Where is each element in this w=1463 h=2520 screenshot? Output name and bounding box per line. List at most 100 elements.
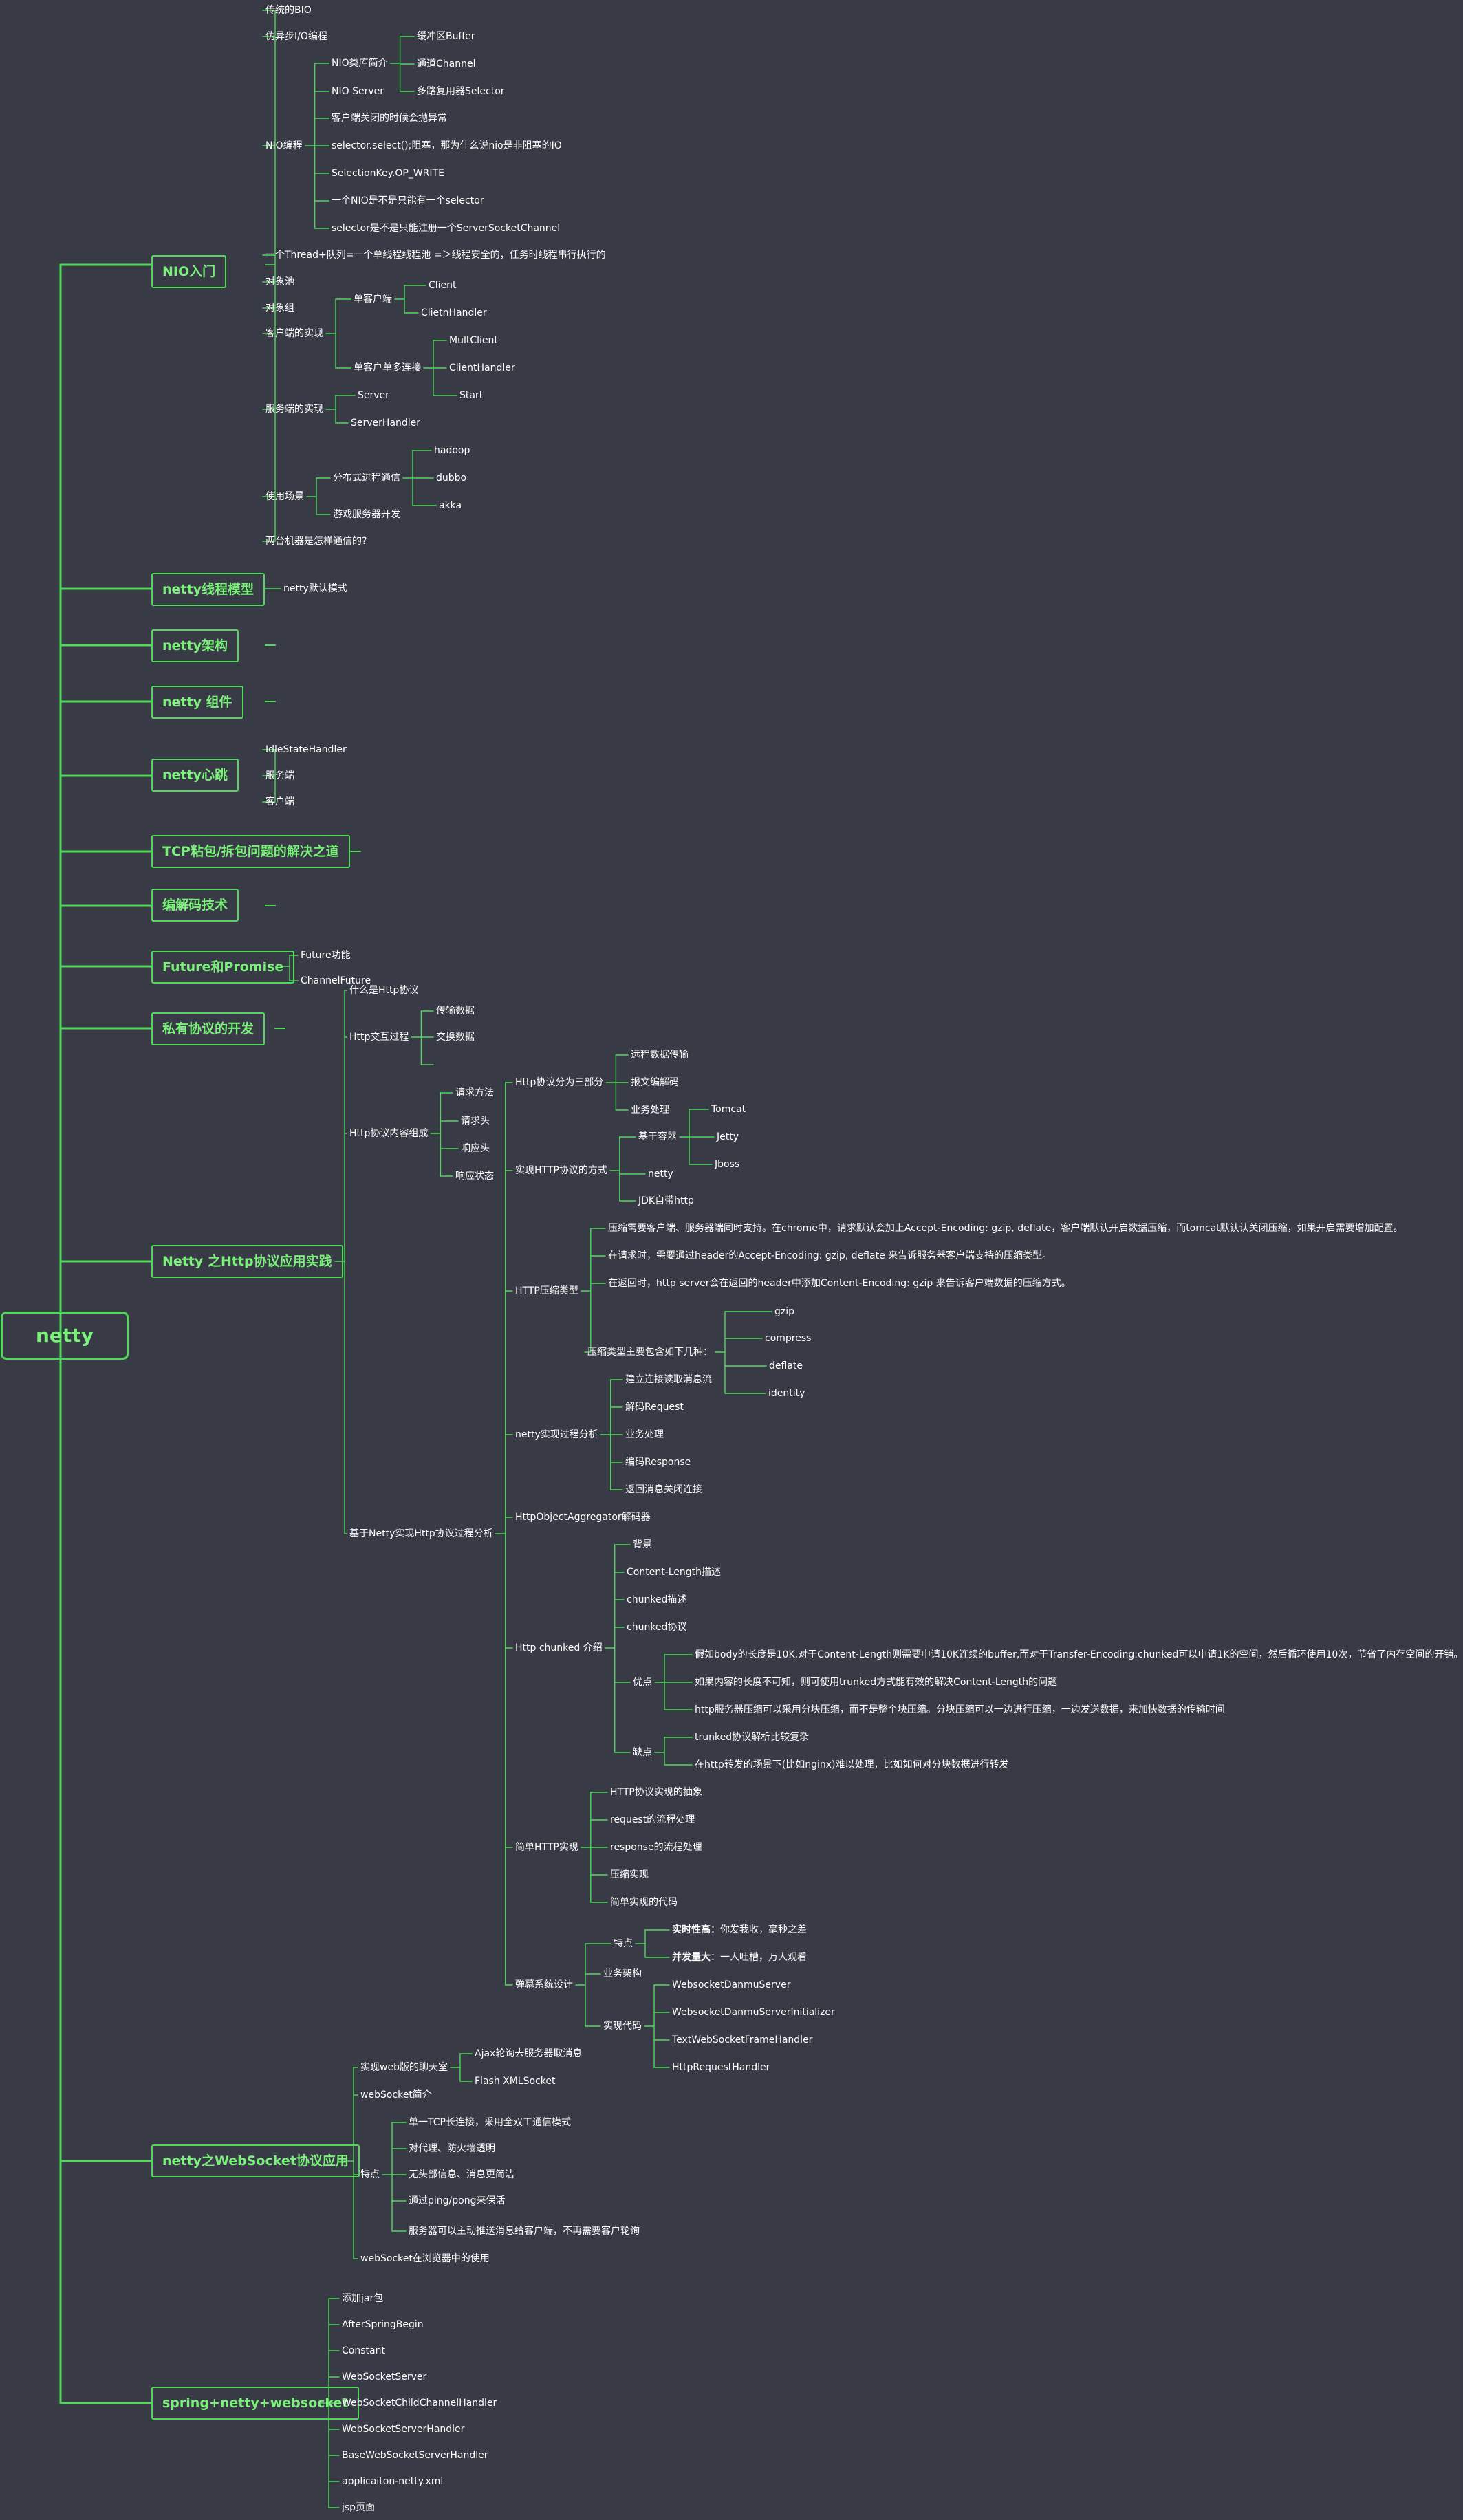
topic-node-9-3-5-2[interactable]: chunked描述 <box>627 1594 687 1605</box>
topic-node-0-6-0-0[interactable]: Client <box>429 280 457 291</box>
topic-node-11-1[interactable]: AfterSpringBegin <box>342 2319 424 2330</box>
topic-node-4-2[interactable]: 客户端 <box>265 796 294 807</box>
topic-node-0-4[interactable]: 对象池 <box>265 276 294 287</box>
topic-node-0-2-0-2[interactable]: 多路复用器Selector <box>417 86 505 97</box>
topic-node-0-6-1-2[interactable]: Start <box>459 390 484 401</box>
topic-node-9-3-5-4-0[interactable]: 假如body的长度是10K,对于Content-Length则需要申请10K连续… <box>695 1649 1463 1660</box>
topic-node-9-2-0[interactable]: 请求方法 <box>455 1087 494 1098</box>
topic-node-9-3-2[interactable]: HTTP压缩类型 <box>515 1285 578 1296</box>
topic-node-0-8-0-1[interactable]: dubbo <box>436 472 467 484</box>
topic-node-11-3[interactable]: WebSocketServer <box>342 2371 427 2382</box>
topic-node-0-9[interactable]: 两台机器是怎样通信的? <box>265 536 367 547</box>
topic-node-10-2-2[interactable]: 无头部信息、消息更简洁 <box>409 2169 514 2180</box>
topic-node-0-2-3[interactable]: selector.select();阻塞，那为什么说nio是非阻塞的IO <box>332 140 562 151</box>
topic-node-9-1-0[interactable]: 传输数据 <box>436 1006 475 1017</box>
topic-node-7-1[interactable]: ChannelFuture <box>301 975 371 986</box>
topic-node-0-2-0-1[interactable]: 通道Channel <box>417 58 476 69</box>
topic-node-9-3-6-3[interactable]: 压缩实现 <box>610 1869 649 1880</box>
topic-node-0-8-1[interactable]: 游戏服务器开发 <box>333 509 400 520</box>
topic-node-0-7[interactable]: 服务端的实现 <box>265 404 323 415</box>
topic-node-9-3-3-2[interactable]: 业务处理 <box>625 1429 664 1440</box>
topic-node-11-5[interactable]: WebSocketServerHandler <box>342 2424 465 2435</box>
topic-node-9-3-7-2-1[interactable]: WebsocketDanmuServerInitializer <box>672 2007 835 2018</box>
topic-node-9-3-2-3-3[interactable]: identity <box>768 1388 805 1399</box>
topic-node-9-3-3-0[interactable]: 建立连接读取消息流 <box>625 1374 712 1385</box>
topic-node-10-2[interactable]: 特点 <box>360 2169 380 2180</box>
topic-node-9-3-5-0[interactable]: 背景 <box>633 1539 652 1550</box>
topic-node-9-3-0[interactable]: Http协议分为三部分 <box>515 1077 604 1088</box>
branch-netty-components[interactable]: netty 组件 <box>151 686 243 719</box>
topic-node-0-2-5[interactable]: 一个NIO是不是只能有一个selector <box>332 195 484 206</box>
topic-node-9-3-5-1[interactable]: Content-Length描述 <box>627 1567 722 1578</box>
topic-node-0-6[interactable]: 客户端的实现 <box>265 328 323 339</box>
topic-node-0-2-4[interactable]: SelectionKey.OP_WRITE <box>332 168 444 179</box>
topic-node-11-2[interactable]: Constant <box>342 2345 385 2356</box>
topic-node-9-3-5-5-0[interactable]: trunked协议解析比较复杂 <box>695 1732 810 1743</box>
topic-node-0-5[interactable]: 对象组 <box>265 303 294 314</box>
topic-node-1-0[interactable]: netty默认模式 <box>283 583 347 594</box>
topic-node-9-3-6-0[interactable]: HTTP协议实现的抽象 <box>610 1787 702 1798</box>
topic-node-9-3-1-1[interactable]: netty <box>648 1169 673 1180</box>
topic-node-0-7-0[interactable]: Server <box>358 390 389 401</box>
branch-netty-thread-model[interactable]: netty线程模型 <box>151 573 265 606</box>
topic-node-4-0[interactable]: IdleStateHandler <box>265 744 347 755</box>
topic-node-9-3-6-1[interactable]: request的流程处理 <box>610 1814 695 1825</box>
topic-node-9-3-1[interactable]: 实现HTTP协议的方式 <box>515 1165 607 1176</box>
topic-node-0-3[interactable]: 一个Thread+队列=一个单线程线程池 =＞线程安全的，任务时线程串行执行的 <box>265 250 606 261</box>
topic-node-10-1[interactable]: webSocket简介 <box>360 2089 432 2100</box>
topic-node-0-6-0[interactable]: 单客户端 <box>354 294 392 305</box>
topic-node-9-3-3[interactable]: netty实现过程分析 <box>515 1429 598 1440</box>
topic-node-9-3-2-1[interactable]: 在请求时，需要通过header的Accept-Encoding: gzip, d… <box>608 1250 1052 1261</box>
topic-node-11-4[interactable]: WebSocketChildChannelHandler <box>342 2398 497 2409</box>
topic-node-9-3-2-3[interactable]: 压缩类型主要包含如下几种： <box>587 1347 713 1358</box>
topic-node-9-3-2-3-2[interactable]: deflate <box>769 1360 803 1371</box>
branch-tcp-sticky-packet[interactable]: TCP粘包/拆包问题的解决之道 <box>151 835 350 868</box>
topic-node-11-7[interactable]: applicaiton-netty.xml <box>342 2476 444 2487</box>
topic-node-9-2-2[interactable]: 响应头 <box>461 1143 490 1154</box>
topic-node-0-2-0[interactable]: NIO类库简介 <box>332 58 388 69</box>
branch-spring-netty-websocket[interactable]: spring+netty+websocket <box>151 2387 360 2420</box>
topic-node-0-8-0[interactable]: 分布式进程通信 <box>333 472 400 484</box>
topic-node-0-8[interactable]: 使用场景 <box>265 491 304 502</box>
topic-node-9-3-2-3-1[interactable]: compress <box>765 1333 812 1344</box>
topic-node-0-7-1[interactable]: ServerHandler <box>351 417 421 428</box>
topic-node-10-2-0[interactable]: 单一TCP长连接，采用全双工通信模式 <box>409 2117 571 2128</box>
topic-node-9-3-5-4-1[interactable]: 如果内容的长度不可知，则可使用trunked方式能有效的解决Content-Le… <box>695 1677 1058 1688</box>
topic-node-9-3-4[interactable]: HttpObjectAggregator解码器 <box>515 1512 651 1523</box>
topic-node-0-2-1[interactable]: NIO Server <box>332 86 384 97</box>
topic-node-0-6-0-1[interactable]: ClietnHandler <box>421 307 487 318</box>
topic-node-0-2-2[interactable]: 客户端关闭的时候会抛异常 <box>332 113 447 124</box>
topic-node-0-2-6[interactable]: selector是不是只能注册一个ServerSocketChannel <box>332 223 561 234</box>
topic-node-9-3-2-0[interactable]: 压缩需要客户端、服务器端同时支持。在chrome中，请求默认会加上Accept-… <box>608 1223 1403 1234</box>
topic-node-9-3-7-2-3[interactable]: HttpRequestHandler <box>672 2062 770 2073</box>
topic-node-7-0[interactable]: Future功能 <box>301 950 351 961</box>
topic-node-9-3-7-0-1[interactable]: 并发量大：一人吐槽，万人观看 <box>672 1951 807 1964</box>
branch-netty-architecture[interactable]: netty架构 <box>151 629 239 662</box>
topic-node-10-3[interactable]: webSocket在浏览器中的使用 <box>360 2253 490 2264</box>
topic-node-0-6-1-0[interactable]: MultClient <box>449 335 498 346</box>
topic-node-0-1[interactable]: 伪异步I/O编程 <box>265 31 327 42</box>
topic-node-9-0[interactable]: 什么是Http协议 <box>349 985 419 996</box>
branch-websocket[interactable]: netty之WebSocket协议应用 <box>151 2144 360 2177</box>
topic-node-10-2-3[interactable]: 通过ping/pong来保活 <box>409 2195 506 2206</box>
mindmap-root-topic[interactable]: netty <box>1 1312 129 1360</box>
topic-node-9-3-1-0-1[interactable]: Jetty <box>717 1131 739 1142</box>
branch-http-practice[interactable]: Netty 之Http协议应用实践 <box>151 1245 343 1278</box>
branch-codec[interactable]: 编解码技术 <box>151 889 239 922</box>
topic-node-11-6[interactable]: BaseWebSocketServerHandler <box>342 2450 488 2461</box>
topic-node-0-2-0-0[interactable]: 缓冲区Buffer <box>417 31 475 42</box>
branch-private-protocol[interactable]: 私有协议的开发 <box>151 1012 265 1045</box>
topic-node-10-0-1[interactable]: Flash XMLSocket <box>475 2076 556 2087</box>
topic-node-9-3-3-4[interactable]: 返回消息关闭连接 <box>625 1484 702 1495</box>
topic-node-9-3-2-2[interactable]: 在返回时，http server会在返回的header中添加Content-En… <box>608 1278 1071 1289</box>
topic-node-9-3-7[interactable]: 弹幕系统设计 <box>515 1979 573 1990</box>
topic-node-9-3-7-2-2[interactable]: TextWebSocketFrameHandler <box>672 2034 813 2045</box>
topic-node-9-3-1-0-0[interactable]: Tomcat <box>711 1104 746 1115</box>
topic-node-0-8-0-0[interactable]: hadoop <box>434 445 470 456</box>
topic-node-9-3-6-2[interactable]: response的流程处理 <box>610 1842 702 1853</box>
topic-node-0-6-1[interactable]: 单客户单多连接 <box>354 362 421 373</box>
branch-netty-heartbeat[interactable]: netty心跳 <box>151 759 239 792</box>
topic-node-9-3-5-3[interactable]: chunked协议 <box>627 1622 687 1633</box>
topic-node-9-2[interactable]: Http协议内容组成 <box>349 1128 429 1139</box>
topic-node-9-3-6-4[interactable]: 简单实现的代码 <box>610 1897 678 1908</box>
